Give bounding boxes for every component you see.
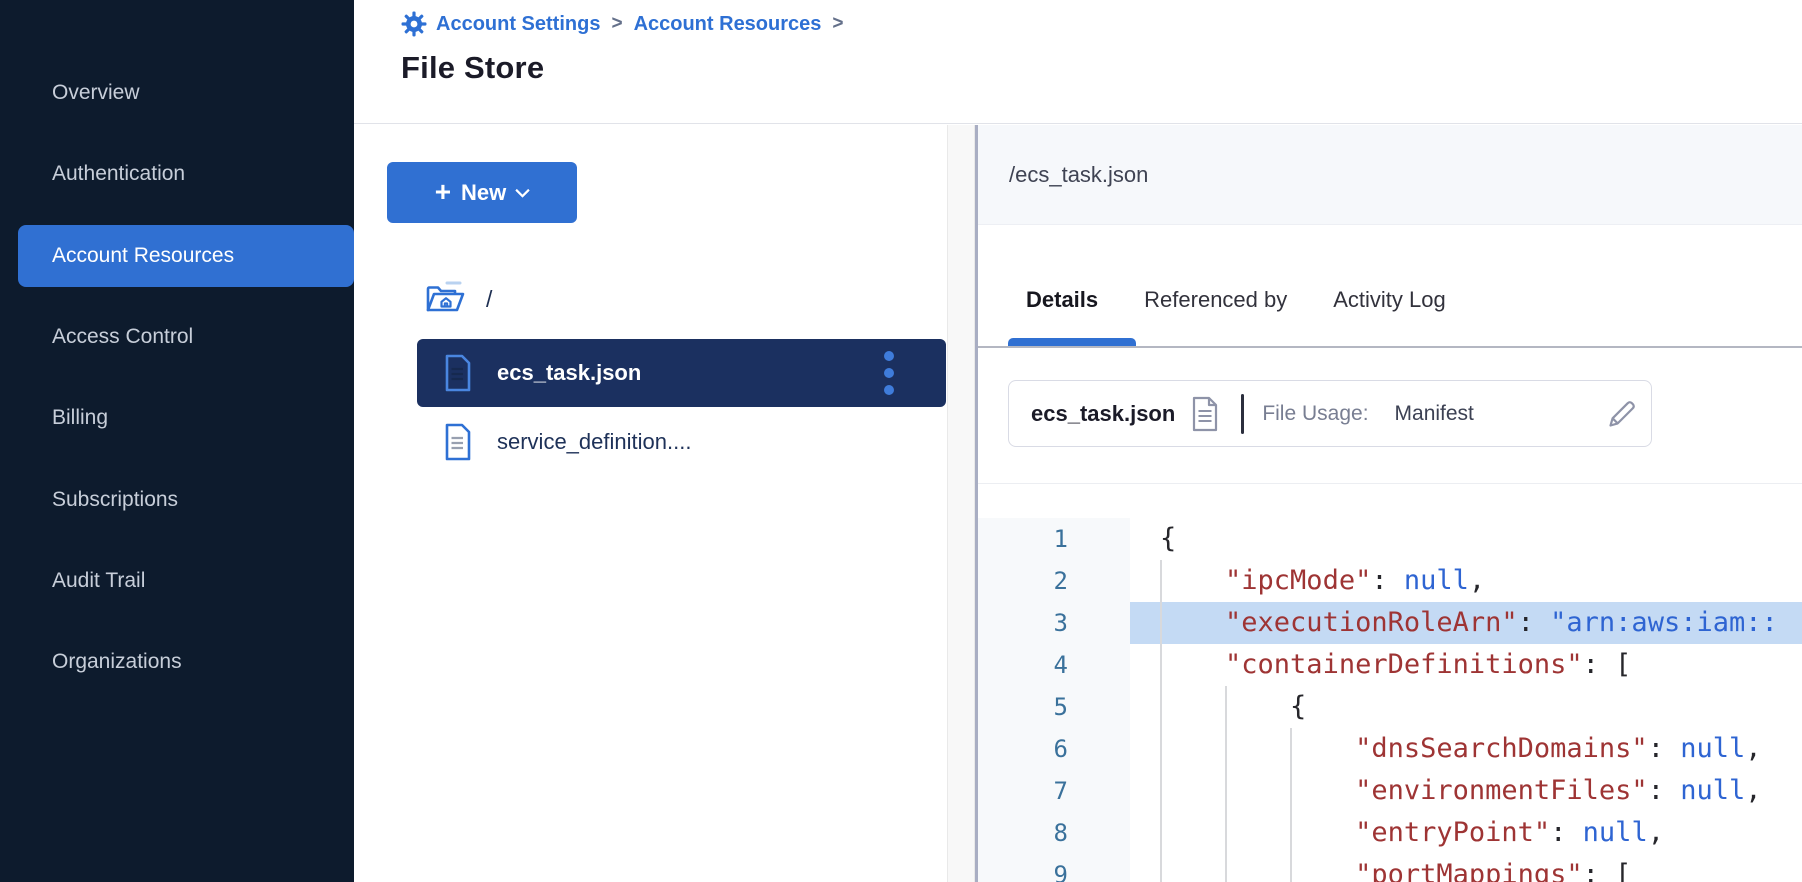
file-name-label: ecs_task.json (497, 360, 642, 385)
indent-guide (1290, 728, 1293, 770)
code-line-9[interactable]: 9 "portMappings": [ (978, 854, 1802, 882)
line-number: 8 (978, 812, 1130, 854)
line-number: 3 (978, 602, 1130, 644)
line-number: 9 (978, 854, 1130, 882)
line-number: 5 (978, 686, 1130, 728)
indent-guide (1225, 770, 1228, 812)
code-lines: 1{2 "ipcMode": null,3 "executionRoleArn"… (978, 484, 1802, 882)
indent-guide (1225, 812, 1228, 854)
file-info-card: ecs_task.json File Usage: Manifest (1008, 380, 1652, 447)
separator-bar (1241, 393, 1245, 434)
tab-referenced-by[interactable]: Referenced by (1144, 287, 1288, 312)
line-number: 6 (978, 728, 1130, 770)
new-button-label: New (461, 179, 507, 205)
gear-icon (401, 11, 427, 37)
kebab-menu-icon[interactable] (884, 351, 894, 395)
line-number: 7 (978, 770, 1130, 812)
code-text: "ipcMode": null, (1130, 560, 1802, 602)
line-number: 4 (978, 644, 1130, 686)
indent-guide (1225, 728, 1228, 770)
file-usage-label: File Usage: (1262, 401, 1369, 425)
indent-guide (1160, 686, 1162, 728)
sidebar-item-subscriptions[interactable]: Subscriptions (52, 488, 179, 511)
indent-guide (1225, 854, 1228, 882)
code-line-4[interactable]: 4 "containerDefinitions": [ (978, 644, 1802, 686)
indent-guide (1160, 812, 1162, 854)
breadcrumb-separator: > (832, 13, 844, 34)
sidebar-item-audit-trail[interactable]: Audit Trail (52, 569, 146, 592)
code-text: "entryPoint": null, (1130, 812, 1802, 854)
indent-guide (1290, 812, 1293, 854)
panel-divider (975, 125, 978, 882)
file-path: /ecs_task.json (1009, 161, 1149, 187)
code-line-5[interactable]: 5 { (978, 686, 1802, 728)
indent-guide (1160, 560, 1162, 602)
breadcrumb-link-account-settings[interactable]: Account Settings (436, 12, 601, 35)
indent-guide (1290, 854, 1293, 882)
sidebar-item-billing[interactable]: Billing (52, 406, 109, 429)
file-name: ecs_task.json (1031, 400, 1176, 426)
file-row-service-definition[interactable]: service_definition.... (417, 408, 946, 476)
plus-icon: + (434, 175, 452, 207)
breadcrumb: Account Settings > Account Resources > (401, 11, 846, 37)
new-button[interactable]: + New (387, 162, 577, 223)
breadcrumb-link-account-resources[interactable]: Account Resources (633, 12, 822, 35)
breadcrumb-separator: > (611, 13, 623, 34)
code-line-1[interactable]: 1{ (978, 518, 1802, 560)
code-line-2[interactable]: 2 "ipcMode": null, (978, 560, 1802, 602)
code-text: "executionRoleArn": "arn:aws:iam:: (1130, 602, 1802, 644)
page-header: Account Settings > Account Resources > F… (354, 0, 1802, 124)
indent-guide (1290, 770, 1293, 812)
line-number: 2 (978, 560, 1130, 602)
sidebar-item-access-control[interactable]: Access Control (52, 325, 194, 348)
file-icon (443, 423, 473, 461)
tab-activity-log[interactable]: Activity Log (1333, 287, 1446, 312)
code-line-8[interactable]: 8 "entryPoint": null, (978, 812, 1802, 854)
file-usage-value: Manifest (1394, 401, 1474, 425)
root-folder-icon (424, 280, 466, 318)
root-folder-row[interactable]: / (424, 280, 492, 318)
page-title: File Store (401, 50, 545, 85)
edit-pencil-icon[interactable] (1603, 396, 1639, 432)
file-path-bar: /ecs_task.json (978, 125, 1802, 225)
code-line-6[interactable]: 6 "dnsSearchDomains": null, (978, 728, 1802, 770)
line-number: 1 (978, 518, 1130, 560)
sidebar-item-authentication[interactable]: Authentication (52, 162, 186, 185)
tab-details[interactable]: Details (1026, 287, 1099, 312)
scrollbar-track[interactable] (947, 125, 975, 882)
indent-guide (1225, 686, 1228, 728)
file-icon (443, 354, 473, 392)
tab-bar-border (978, 346, 1802, 348)
root-folder-label: / (486, 285, 493, 312)
tab-bar: Details Referenced by Activity Log (1026, 287, 1446, 313)
active-tab-underline (1008, 338, 1136, 348)
code-text: { (1160, 523, 1177, 554)
sidebar-item-overview[interactable]: Overview (52, 81, 140, 104)
file-tree-panel: + New / ecs_task.json service_definition… (354, 125, 947, 882)
code-line-7[interactable]: 7 "environmentFiles": null, (978, 770, 1802, 812)
code-text: "environmentFiles": null, (1130, 770, 1802, 812)
sidebar-item-organizations[interactable]: Organizations (52, 650, 182, 673)
chevron-down-icon (515, 182, 531, 198)
code-text: "containerDefinitions": [ (1130, 644, 1802, 686)
sidebar-item-account-resources[interactable]: Account Resources (18, 225, 354, 287)
indent-guide (1160, 728, 1162, 770)
code-line-3[interactable]: 3 "executionRoleArn": "arn:aws:iam:: (978, 602, 1802, 644)
code-text: "dnsSearchDomains": null, (1130, 728, 1802, 770)
code-viewer: 1{2 "ipcMode": null,3 "executionRoleArn"… (978, 483, 1802, 882)
file-details-panel: /ecs_task.json Details Referenced by Activ… (978, 125, 1802, 882)
file-name-label: service_definition.... (497, 429, 692, 454)
indent-guide (1160, 854, 1162, 882)
code-text: "portMappings": [ (1130, 854, 1802, 882)
file-row-ecs-task-json[interactable]: ecs_task.json (417, 339, 946, 407)
document-icon (1191, 396, 1219, 432)
code-text: { (1130, 686, 1802, 728)
indent-guide (1160, 602, 1162, 644)
indent-guide (1160, 770, 1162, 812)
indent-guide (1160, 644, 1162, 686)
